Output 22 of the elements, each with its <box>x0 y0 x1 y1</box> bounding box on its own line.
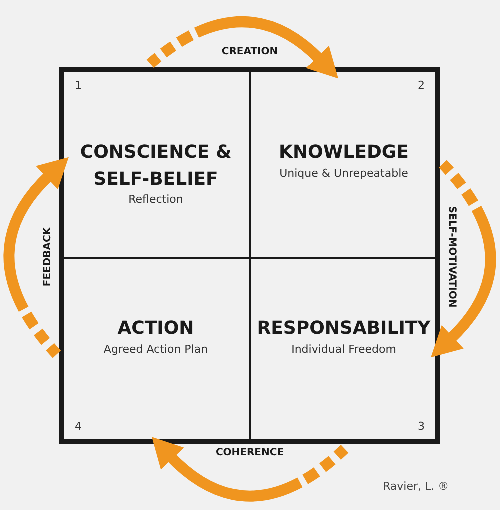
curved-arrow <box>146 16 340 78</box>
curved-arrow <box>4 156 68 358</box>
quadrant-panel <box>249 257 437 441</box>
edge-label: FEEDBACK <box>42 227 54 287</box>
quadrant-title: ACTION <box>116 317 196 341</box>
edge-label: CREATION <box>222 46 278 58</box>
quadrant-subtitle: Reflection <box>128 193 184 206</box>
curved-arrow <box>151 438 349 502</box>
quadrant-title: RESPONSABILITY <box>256 317 432 341</box>
quadrant-subtitle: Unique & Unrepeatable <box>278 167 410 180</box>
quadrant-subtitle: Individual Freedom <box>290 343 398 356</box>
quadrant-number: 4 <box>75 420 82 433</box>
curved-arrow <box>432 160 496 359</box>
quadrant-title: CONSCIENCE & SELF-BELIEF <box>79 141 233 192</box>
quadrant-number: 1 <box>75 79 82 92</box>
quadrant-subtitle: Agreed Action Plan <box>102 343 210 356</box>
quadrant-title: KNOWLEDGE <box>278 141 410 165</box>
edge-label: SELF-MOTIVATION <box>446 206 458 308</box>
quadrant-number: 2 <box>418 79 425 92</box>
edge-label: COHERENCE <box>216 448 284 458</box>
author-credit: Ravier, L. ® <box>383 480 450 493</box>
quadrant-number: 3 <box>418 420 425 433</box>
